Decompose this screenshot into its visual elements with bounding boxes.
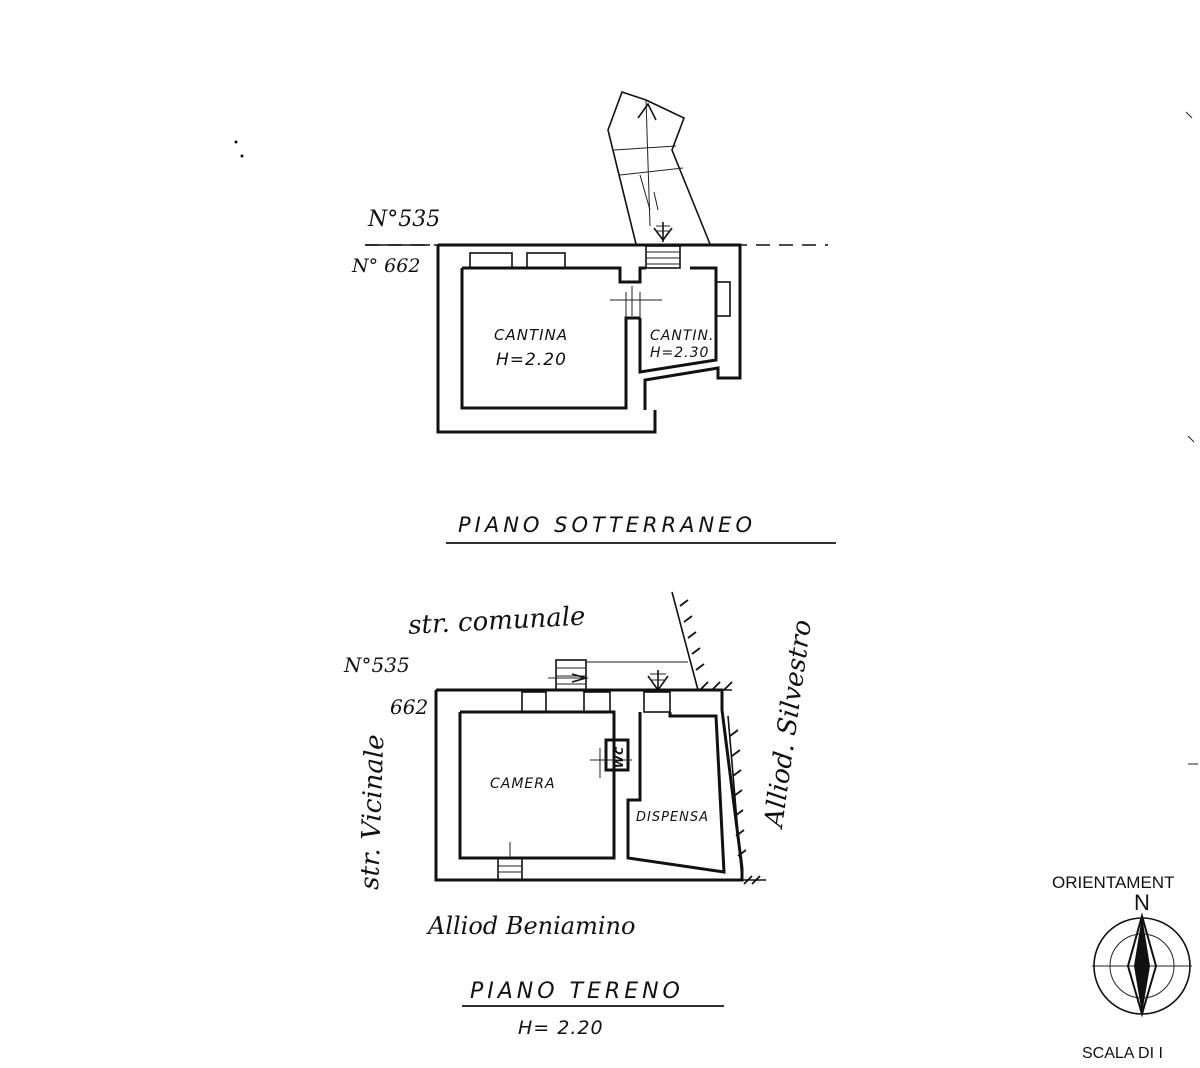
basement-outer-wall (436, 243, 742, 434)
dispensa-label: DISPENSA (636, 810, 709, 825)
road-left-label: str. Vicinale (355, 734, 390, 890)
road-right-label: Alliod. Silvestro (759, 618, 818, 831)
cantin-label: CANTIN. (650, 328, 714, 344)
basement-floor-title: PIANO SOTTERRANEO (458, 513, 756, 537)
ground-window-3 (643, 691, 671, 713)
dispensa-inner-wall (626, 712, 726, 874)
ground-entrance-symbol (647, 670, 669, 692)
north-label: N (1134, 890, 1150, 915)
ground-entry-steps (548, 659, 688, 691)
ground-window-2 (583, 691, 611, 713)
basement-parcel-upper: N°535 (367, 207, 440, 232)
basement-parcel-lower: N° 662 (351, 255, 420, 277)
scan-marks (234, 111, 1198, 765)
ground-parcel-lower: 662 (390, 695, 428, 719)
scale-label: SCALA DI I (1082, 1045, 1163, 1062)
wc-fixture: WC (590, 738, 632, 778)
legend: ORIENTAMENT N SCALA DI I (1052, 873, 1192, 1062)
cantin-height: H=2.30 (650, 345, 709, 361)
basement-niche (715, 281, 731, 317)
ground-floor-height: H= 2.20 (518, 1017, 604, 1039)
ground-plan: str. comunale str. Vicinale Alliod. Silv… (343, 591, 818, 1039)
wc-label: WC (613, 746, 626, 768)
basement-stair (645, 222, 681, 269)
ground-outer-wall (434, 688, 744, 882)
cantina-height: H=2.20 (496, 350, 567, 370)
ground-parcel-upper: N°535 (343, 653, 410, 677)
orientation-label: ORIENTAMENT (1052, 873, 1174, 892)
ground-window-1 (521, 691, 547, 713)
basement-plan: N°535 N° 662 CANTINA H=2.20 CANTIN. H=2.… (351, 90, 836, 544)
camera-label: CAMERA (490, 776, 556, 792)
basement-window-1 (469, 252, 513, 269)
basement-window-2 (526, 252, 566, 269)
cantina-label: CANTINA (494, 326, 568, 344)
external-ramp (607, 90, 711, 245)
ground-window-bottom (497, 842, 523, 881)
basement-door (610, 286, 662, 318)
camera-inner-wall (458, 710, 616, 860)
cantin-inner-wall (638, 266, 718, 374)
neighbor-wall-hatch (671, 591, 766, 885)
neighbor-bottom-label: Alliod Beniamino (426, 912, 635, 940)
cantina-inner-wall (460, 266, 646, 410)
ground-floor-title: PIANO TERENO (470, 979, 684, 1004)
road-top-label: str. comunale (407, 602, 586, 641)
compass-rose-icon (1092, 912, 1192, 1018)
